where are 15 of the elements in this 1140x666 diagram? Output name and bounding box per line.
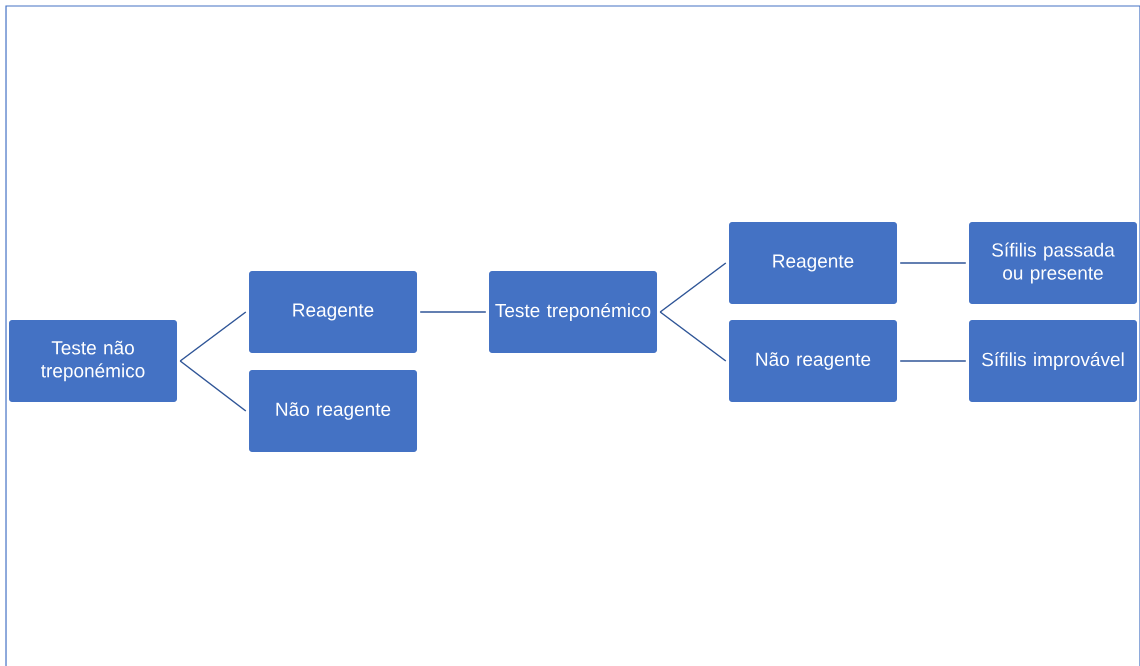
process-box: Teste treponémico — [489, 271, 657, 353]
process-box: Teste não treponémico — [9, 320, 177, 402]
connector-line — [179, 360, 247, 412]
connector-line — [899, 262, 967, 264]
process-box: Reagente — [249, 271, 417, 353]
connector-line — [179, 311, 247, 362]
connector-line — [419, 311, 487, 313]
process-box: Não reagente — [249, 370, 417, 452]
process-box: Sífilis improvável — [969, 320, 1137, 402]
connector-line — [659, 311, 727, 362]
process-box: Sífilis passada ou presente — [969, 222, 1137, 304]
connector-line — [659, 262, 727, 313]
connector-line — [899, 360, 967, 362]
process-box: Não reagente — [729, 320, 897, 402]
process-box: Reagente — [729, 222, 897, 304]
